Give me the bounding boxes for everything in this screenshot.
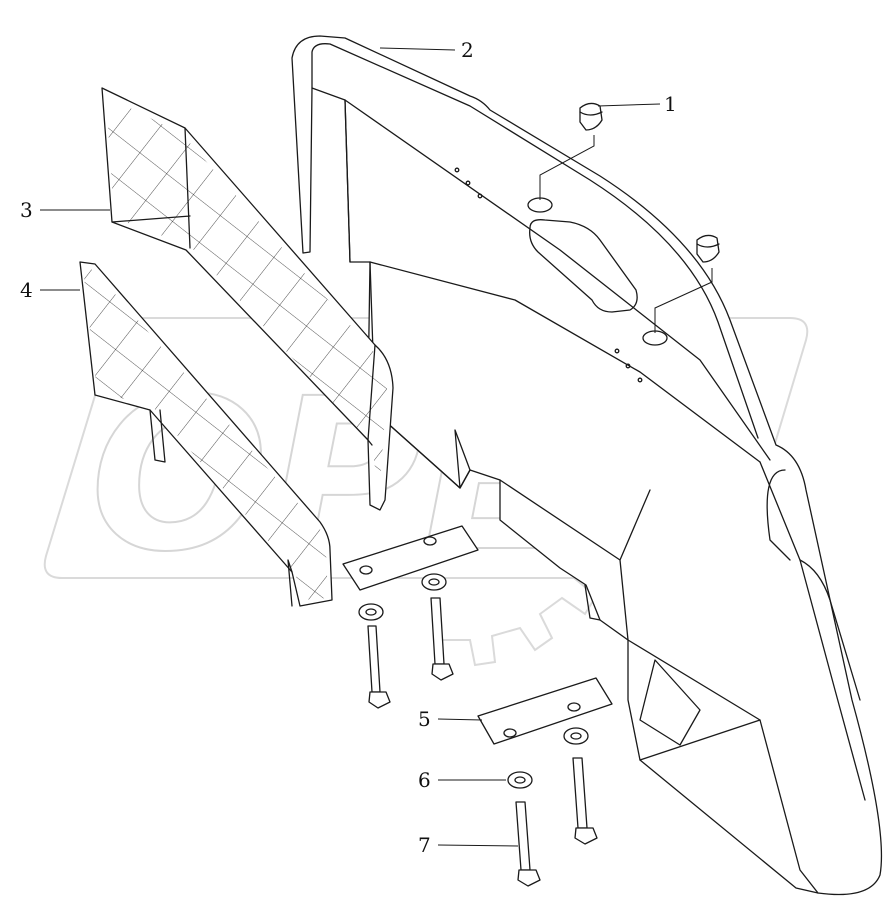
leader-1b [539,135,595,200]
part-5-bracket-upper [342,525,479,591]
part-1-cap-top [579,102,603,131]
part-2-bumper [291,35,883,896]
callout-1: 1 [664,92,677,116]
callout-4: 4 [20,278,33,302]
washer-bolt-2 [421,573,454,681]
part-3-grille-upper [101,87,394,511]
callout-3: 3 [20,198,33,222]
callout-2: 2 [461,38,474,62]
leader-1c [654,268,713,333]
washer-bolt-1 [358,603,391,709]
callout-6: 6 [418,768,431,792]
leader-2 [379,47,456,51]
callouts: 2 1 3 4 5 6 7 [20,38,677,857]
leader-7 [437,844,519,847]
callout-5: 5 [418,707,431,731]
washer-bolt-3 [507,771,541,887]
washer-bolt-4 [563,727,598,845]
leader-1a [597,103,661,107]
callout-7: 7 [418,833,431,857]
leader-lines [40,47,713,847]
part-4-grille-lower [79,261,333,607]
part-1-cap-bottom [696,234,720,263]
fasteners [358,573,598,887]
part-5-bracket-lower [477,677,613,745]
leader-5 [437,718,483,721]
